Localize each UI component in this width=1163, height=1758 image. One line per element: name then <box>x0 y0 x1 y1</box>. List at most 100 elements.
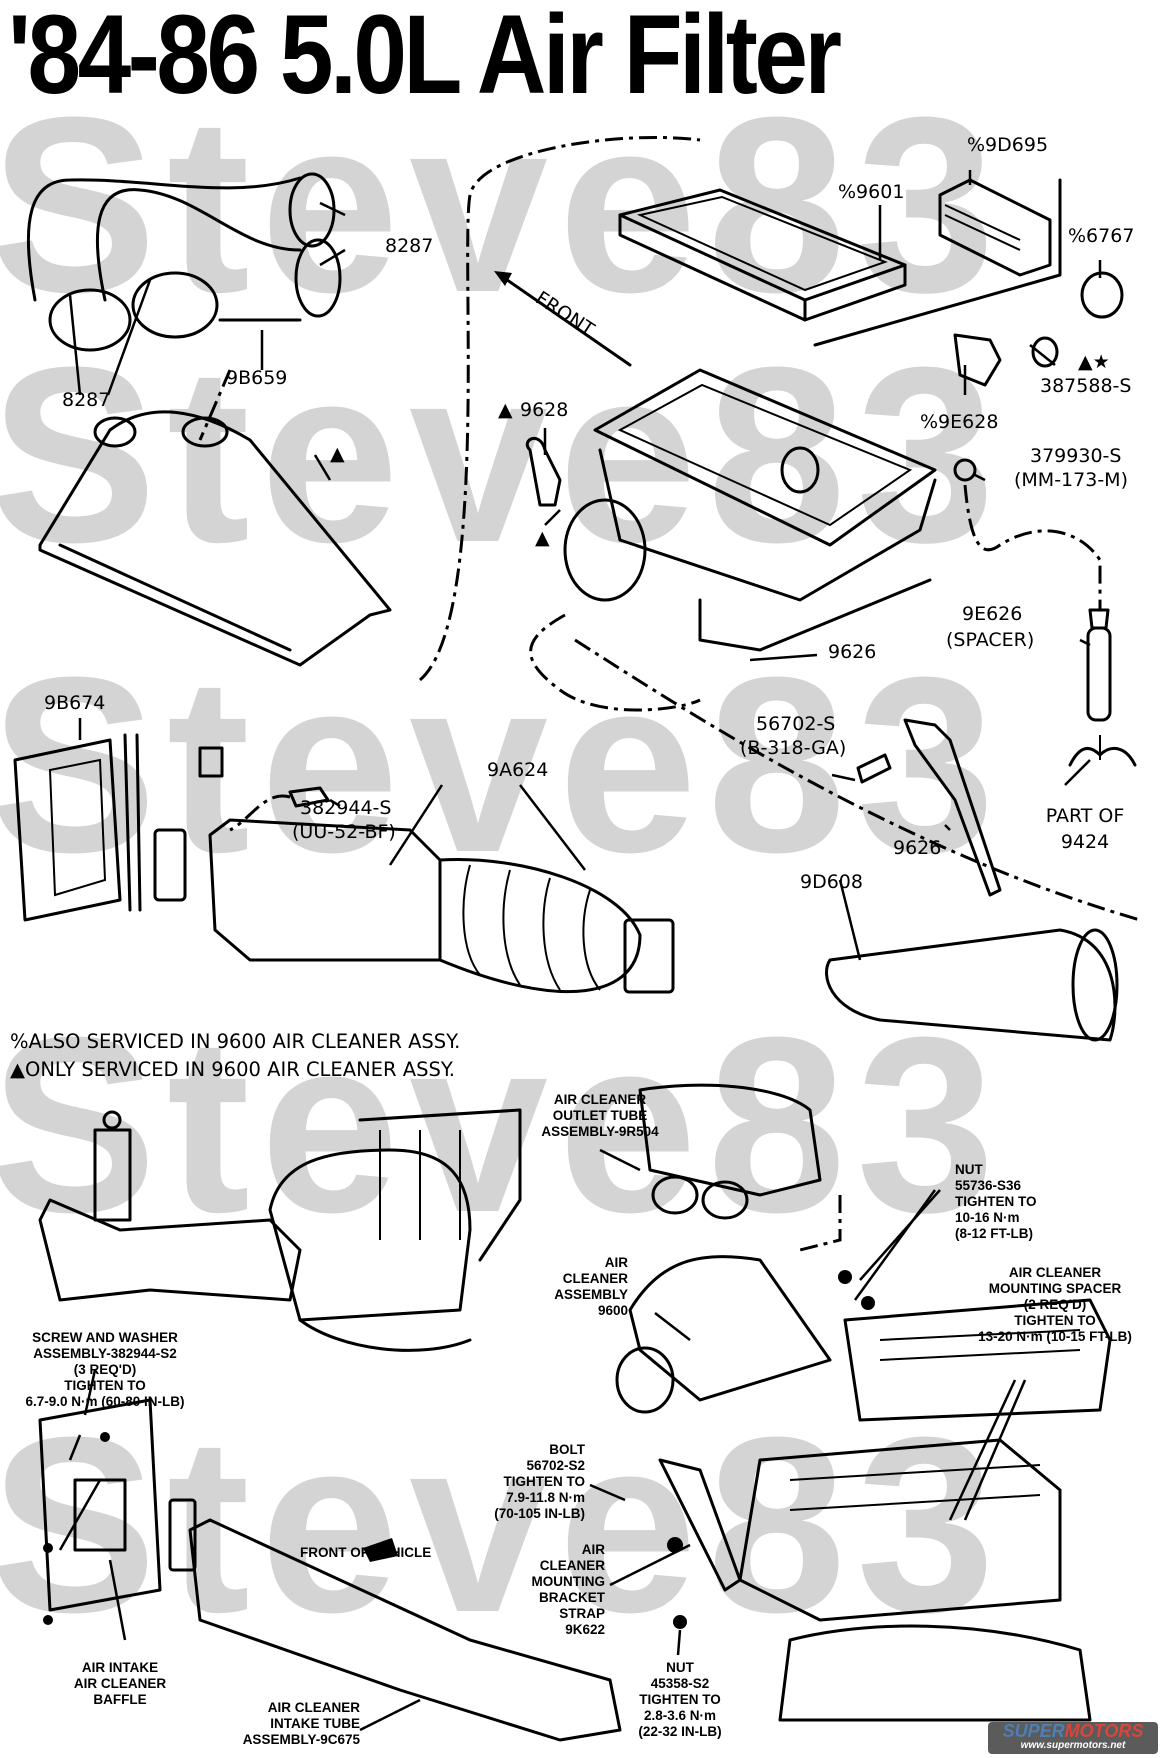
label-line: BRACKET <box>539 1589 605 1605</box>
note-text: ALSO SERVICED IN 9600 AIR CLEANER ASSY. <box>28 1030 461 1053</box>
assembly-guide-line <box>229 794 291 832</box>
part-of-9424-drawing <box>1068 746 1137 767</box>
label-line: (70-105 IN-LB) <box>494 1505 585 1521</box>
label-valve-mark: ▲ <box>498 399 513 421</box>
intake-tube-drawing <box>208 818 675 994</box>
label-line: SCREW AND WASHER <box>32 1330 178 1345</box>
label-line: OUTLET TUBE <box>552 1107 648 1123</box>
page-title: '84-86 5.0L Air Filter <box>8 0 842 117</box>
logo-part-super: SUPER <box>1002 1721 1065 1741</box>
label-bolt: 56702-S <box>756 713 836 735</box>
label-line: TIGHTEN TO <box>64 1377 146 1393</box>
supermotors-logo[interactable]: SUPERMOTORS www.supermotors.net <box>988 1722 1158 1754</box>
label-nut-379930-alt: (MM-173-M) <box>1014 469 1128 491</box>
label-baffle: 9B674 <box>44 692 106 714</box>
label-intake-tube-assembly: AIR CLEANER INTAKE TUBE ASSEMBLY-9C675 <box>210 1700 360 1748</box>
label-line: TIGHTEN TO <box>955 1193 1037 1209</box>
label-line: MOUNTING SPACER <box>988 1280 1122 1296</box>
assembly-guide-line <box>198 369 232 441</box>
front-of-vehicle-arrow <box>363 1538 398 1562</box>
label-silencer: %9D695 <box>967 134 1049 156</box>
label-clamp-left: 8287 <box>62 389 111 411</box>
bolt-drawing <box>856 753 892 784</box>
label-spacer-alt: (SPACER) <box>946 629 1035 651</box>
label-grommet: %6767 <box>1068 225 1135 247</box>
label-outlet-tube: 9B659 <box>226 367 288 389</box>
label-pushnut-marks: ▲★ <box>1078 351 1110 373</box>
valve-drawing <box>525 437 562 507</box>
label-nut-55736: NUT 55736-S36 TIGHTEN TO 10-16 N·m (8-12… <box>955 1162 1037 1242</box>
label-line: 2.8-3.6 N·m <box>643 1707 717 1723</box>
label-line: ASSEMBLY-382944-S2 <box>33 1345 177 1361</box>
note-symbol: ▲ <box>10 1058 25 1081</box>
label-nut-45358: NUT 45358-S2 TIGHTEN TO 2.8-3.6 N·m (22-… <box>615 1660 745 1740</box>
label-bracket-upper: 9626 <box>828 641 877 663</box>
pushnut-drawing <box>1031 336 1059 368</box>
label-line: AIR <box>604 1255 628 1270</box>
note-only-serviced: ▲ONLY SERVICED IN 9600 AIR CLEANER ASSY. <box>10 1058 455 1081</box>
label-filter-element: %9601 <box>838 181 905 203</box>
label-air-intake-baffle: AIR INTAKE AIR CLEANER BAFFLE <box>60 1660 180 1708</box>
label-line: TIGHTEN TO <box>639 1691 721 1707</box>
note-text: ONLY SERVICED IN 9600 AIR CLEANER ASSY. <box>25 1058 455 1081</box>
label-line: NUT <box>955 1162 983 1177</box>
duct-drawing <box>825 928 1117 1042</box>
label-part-of-number: 9424 <box>1060 831 1110 853</box>
label-line: (22-32 IN-LB) <box>638 1723 722 1739</box>
label-bolt-alt: (B-318-GA) <box>740 737 847 759</box>
note-also-serviced: %ALSO SERVICED IN 9600 AIR CLEANER ASSY. <box>10 1030 460 1053</box>
watermark-row-2: Steve83 <box>0 315 1006 594</box>
label-clamp-top: 8287 <box>385 235 434 257</box>
label-clip: %9E628 <box>920 411 999 433</box>
watermark-row-3: Steve83 <box>0 625 1006 904</box>
outlet-tube-drawing <box>26 172 342 352</box>
label-line: CLEANER <box>539 1557 605 1573</box>
label-front-of-vehicle: FRONT OF VEHICLE <box>300 1545 432 1560</box>
label-line: (8-12 FT-LB) <box>955 1225 1034 1241</box>
label-line: BOLT <box>549 1442 585 1457</box>
label-valve: 9628 <box>520 399 569 421</box>
label-line: 45358-S2 <box>650 1675 710 1691</box>
label-line: AIR CLEANER <box>73 1675 167 1691</box>
label-spacer: 9E626 <box>962 603 1023 625</box>
label-line: TIGHTEN TO <box>503 1473 585 1489</box>
grommet-drawing <box>1080 271 1124 319</box>
label-line: AIR INTAKE <box>81 1660 159 1675</box>
label-screw: 382944-S <box>300 797 392 819</box>
logo-url[interactable]: www.supermotors.net <box>1020 1740 1126 1751</box>
label-line: MOUNTING <box>531 1573 606 1589</box>
label-line: STRAP <box>559 1605 605 1621</box>
label-line: (2 REQ'D) <box>1023 1296 1087 1312</box>
label-bolt-56702: BOLT 56702-S2 TIGHTEN TO 7.9-11.8 N·m (7… <box>440 1442 585 1522</box>
filter-element-drawing <box>618 188 907 322</box>
label-line: ASSEMBLY-9R504 <box>541 1123 659 1139</box>
label-line: INTAKE TUBE <box>270 1715 360 1731</box>
baffle-drawing <box>13 733 187 922</box>
label-line: AIR CLEANER <box>553 1092 647 1107</box>
air-cleaner-cover-drawing <box>38 410 392 667</box>
front-arrow-line <box>498 273 632 367</box>
label-line: 56702-S2 <box>526 1457 585 1473</box>
label-line: AIR <box>581 1542 605 1557</box>
label-nut-379930: 379930-S <box>1030 445 1122 467</box>
label-line: 13-20 N·m (10-15 FT-LB) <box>978 1328 1132 1344</box>
label-air-cleaner-assembly: AIR CLEANER ASSEMBLY 9600 <box>540 1255 628 1319</box>
watermark-row-5: Steve83 <box>0 1385 1006 1664</box>
assembly-guide-line <box>529 613 701 712</box>
bracket-drawing <box>903 718 1002 897</box>
label-line: 9600 <box>597 1302 628 1318</box>
assembly-guide-line <box>419 135 701 682</box>
label-screw-alt: (UU-52-BF) <box>292 821 396 843</box>
note-symbol: % <box>10 1030 29 1053</box>
clip-nut-drawing <box>198 746 224 778</box>
label-line: AIR CLEANER <box>267 1700 360 1715</box>
label-housing-mark: ▲ <box>535 527 550 549</box>
logo-part-motors: MOTORS <box>1064 1721 1144 1741</box>
label-line: 7.9-11.8 N·m <box>506 1489 585 1505</box>
label-line: CLEANER <box>562 1270 628 1286</box>
screw-drawing <box>288 786 330 808</box>
air-cleaner-housing-drawing <box>563 368 937 652</box>
installed-view-drawing <box>38 1083 1112 1742</box>
label-duct: 9D608 <box>800 871 863 893</box>
